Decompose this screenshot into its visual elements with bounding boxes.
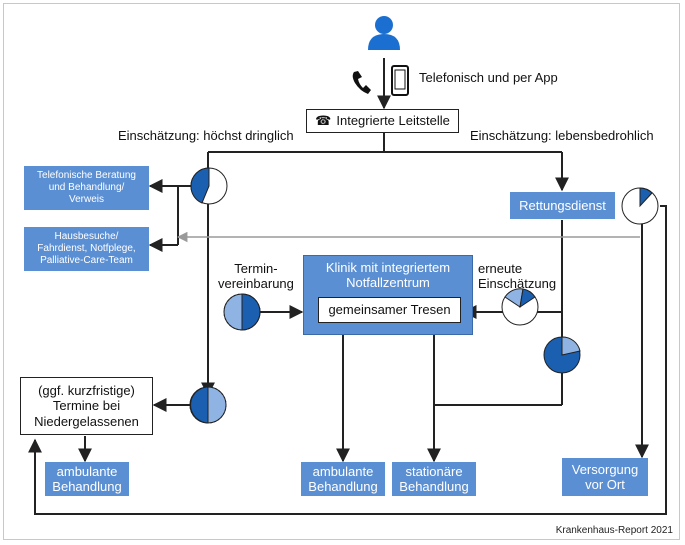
source-label: Krankenhaus-Report 2021 bbox=[555, 525, 673, 536]
ambulante-mid-box: ambulante Behandlung bbox=[301, 462, 385, 496]
hausbesuche-box: Hausbesuche/ Fahrdienst, Notfplege, Pall… bbox=[24, 227, 149, 271]
channel-label: Telefonisch und per App bbox=[419, 70, 558, 85]
leitstelle-label: Integrierte Leitstelle bbox=[336, 113, 450, 129]
pie-terminvereinbarung bbox=[223, 293, 261, 331]
person-icon bbox=[368, 16, 400, 50]
figure-frame bbox=[3, 3, 680, 540]
pie-rettungsdienst bbox=[621, 187, 659, 225]
telefonische-beratung-box: Telefonische Beratung und Behandlung/ Ve… bbox=[24, 166, 149, 210]
assessment-right-label: Einschätzung: lebensbedrohlich bbox=[470, 128, 654, 143]
klinik-box: Klinik mit integriertem Notfallzentrum bbox=[303, 255, 473, 335]
versorgung-box: Versorgung vor Ort bbox=[562, 458, 648, 496]
pie-erneute bbox=[501, 288, 539, 326]
phone-icon bbox=[352, 71, 371, 94]
pie-lebensbedrohlich bbox=[543, 336, 581, 374]
pie-termine bbox=[189, 386, 227, 424]
line-feedback-loop bbox=[28, 205, 667, 515]
erneute-einschaetzung-label: erneute Einschätzung bbox=[478, 261, 557, 291]
leitstelle-box: ☎ Integrierte Leitstelle bbox=[306, 109, 459, 133]
rettungsdienst-box: Rettungsdienst bbox=[510, 192, 615, 219]
termine-box: (ggf. kurzfristige) Termine bei Niederge… bbox=[20, 377, 153, 435]
telephone-icon: ☎ bbox=[315, 113, 332, 129]
smartphone-icon bbox=[391, 65, 409, 96]
assessment-left-label: Einschätzung: höchst dringlich bbox=[118, 128, 294, 143]
pie-telefonische bbox=[190, 167, 228, 205]
tresen-box: gemeinsamer Tresen bbox=[318, 297, 461, 323]
ambulante-left-box: ambulante Behandlung bbox=[45, 462, 129, 496]
stationaere-box: stationäre Behandlung bbox=[392, 462, 476, 496]
terminvereinbarung-label: Termin- vereinbarung bbox=[218, 261, 294, 291]
